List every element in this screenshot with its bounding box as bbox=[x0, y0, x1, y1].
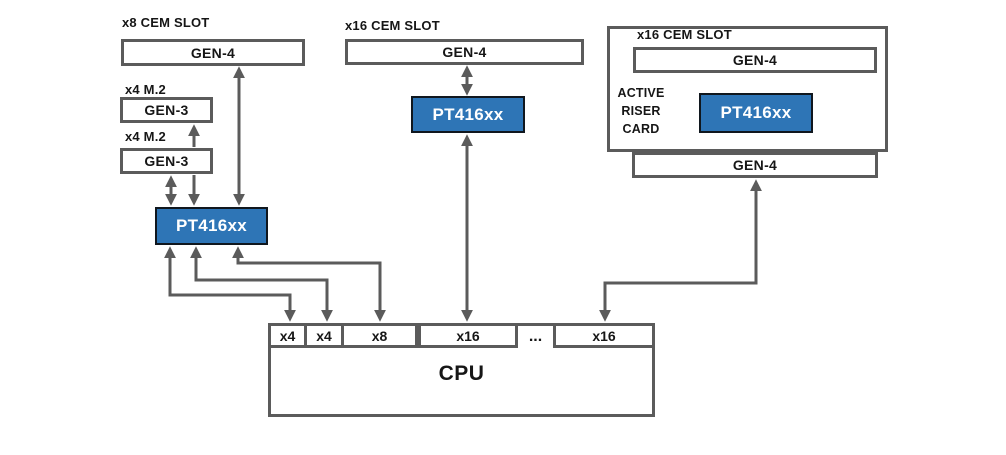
label-x16-cem-slot-middle: x16 CEM SLOT bbox=[345, 18, 440, 33]
slot-m2-bottom-gen3: GEN-3 bbox=[120, 148, 213, 174]
slot-x16-cem-gen4: GEN-4 bbox=[345, 39, 584, 65]
retimer-pt416xx-riser: PT416xx bbox=[699, 93, 813, 133]
retimer-pt416xx-left: PT416xx bbox=[155, 207, 268, 245]
slot-m2-top-gen3: GEN-3 bbox=[120, 97, 213, 123]
label-x8-cem-slot: x8 CEM SLOT bbox=[122, 15, 210, 30]
connector-left-retimer-to-cpu-x4a bbox=[164, 246, 296, 322]
cpu-port-x8: x8 bbox=[341, 323, 418, 348]
connector-riser-to-cpu bbox=[599, 179, 762, 322]
slot-x8-cem-gen4: GEN-4 bbox=[121, 39, 305, 66]
cpu-port-ellipsis: ... bbox=[528, 328, 543, 345]
connector-left-retimer-to-cpu-x8 bbox=[232, 246, 386, 322]
retimer-pt416xx-middle: PT416xx bbox=[411, 96, 525, 133]
cpu-port-x4-2: x4 bbox=[304, 323, 344, 348]
cpu-port-x4-1: x4 bbox=[268, 323, 307, 348]
riser-text-line2: RISER bbox=[621, 104, 661, 118]
cpu-port-x16-1: x16 bbox=[418, 323, 518, 348]
cpu-port-x16-2: x16 bbox=[553, 323, 655, 348]
riser-text-line3: CARD bbox=[622, 122, 660, 136]
slot-riser-gen4-edge: GEN-4 bbox=[632, 152, 878, 178]
label-x16-cem-slot-riser: x16 CEM SLOT bbox=[637, 27, 732, 42]
label-active-riser-card: ACTIVE RISER CARD bbox=[611, 84, 671, 138]
connector-left-retimer-to-cpu-x4b bbox=[190, 246, 333, 322]
slot-riser-gen4-top: GEN-4 bbox=[633, 47, 877, 73]
label-x4-m2-top: x4 M.2 bbox=[125, 82, 166, 97]
label-x4-m2-bottom: x4 M.2 bbox=[125, 129, 166, 144]
cpu-label: CPU bbox=[438, 362, 485, 385]
riser-text-line1: ACTIVE bbox=[617, 86, 665, 100]
